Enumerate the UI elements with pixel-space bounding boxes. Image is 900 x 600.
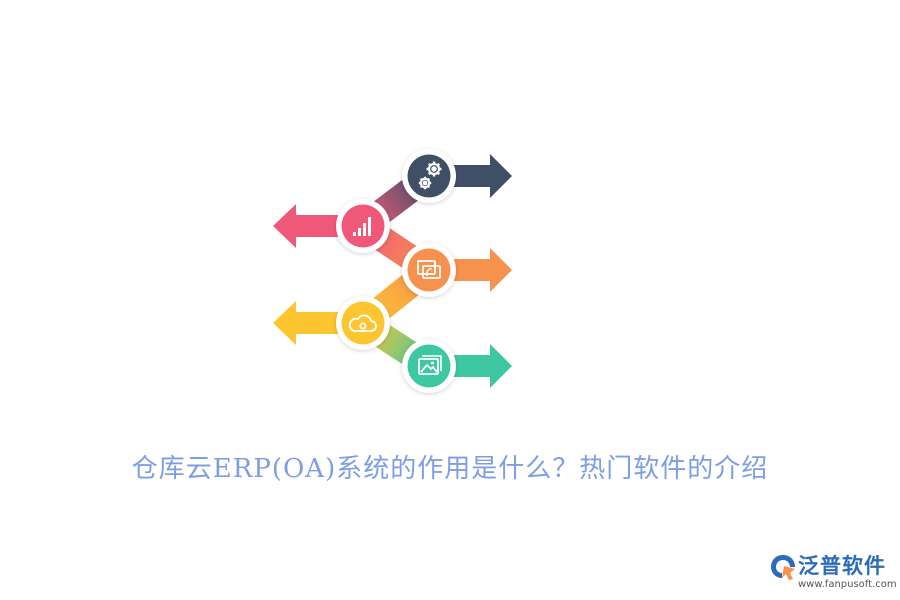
brand-mark-icon <box>771 555 795 580</box>
image-icon <box>418 355 442 375</box>
step-2 <box>336 199 390 253</box>
cloud-icon <box>348 314 377 332</box>
step-1-disc <box>407 154 451 198</box>
page-title: 仓库云ERP(OA)系统的作用是什么？热门软件的介绍 <box>131 454 769 484</box>
step-1 <box>402 149 456 203</box>
step-3 <box>402 243 456 297</box>
bar-chart-icon <box>353 217 371 236</box>
monitor-icon <box>417 260 441 279</box>
brand-url: www.fanpusoft.com <box>798 579 897 590</box>
brand-logo[interactable]: 泛普软件 www.fanpusoft.com <box>768 548 897 596</box>
gears-icon <box>418 161 442 190</box>
step-5 <box>402 339 456 393</box>
step-4 <box>336 296 390 350</box>
brand-name: 泛普软件 <box>798 554 886 578</box>
